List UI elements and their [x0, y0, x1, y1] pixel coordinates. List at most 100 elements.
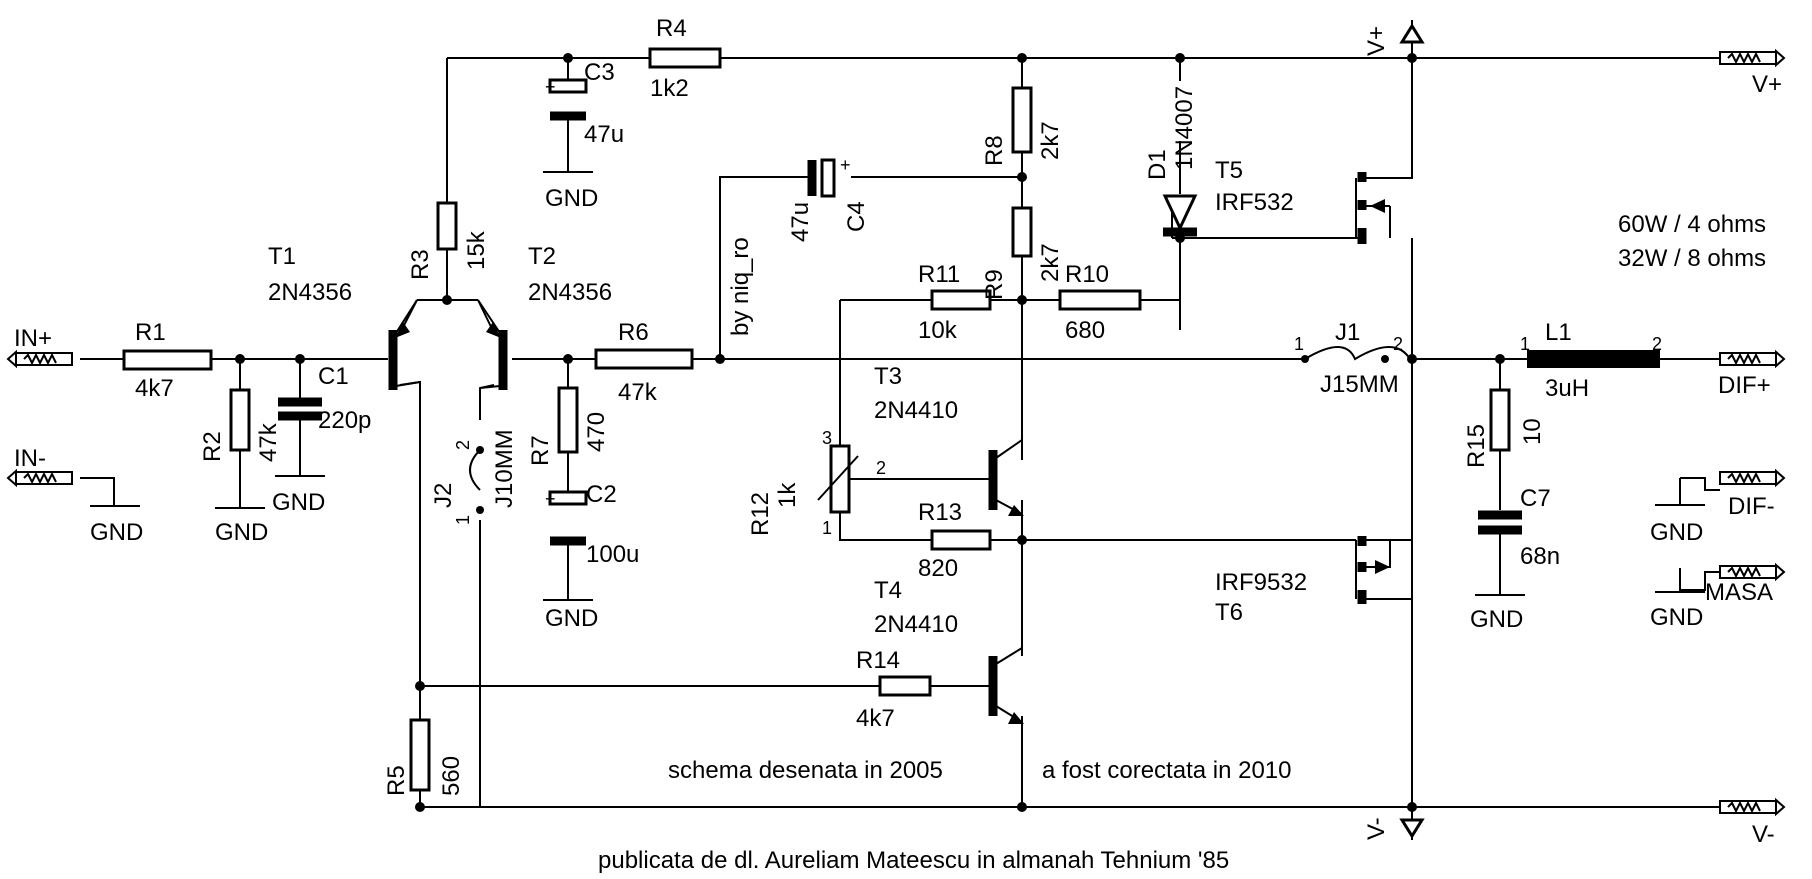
- t4-value: 2N4410: [874, 611, 958, 638]
- mosfet-t6: [1355, 536, 1391, 604]
- j1-pin-1: 1: [1294, 334, 1304, 354]
- t5-ref: T5: [1215, 157, 1243, 184]
- resistor-r8: [1011, 86, 1033, 154]
- connector-in-plus: [6, 349, 73, 369]
- l1-ref: L1: [1545, 319, 1572, 346]
- gnd-label-c7: GND: [1470, 606, 1523, 633]
- j2-pin-1: 1: [453, 515, 473, 525]
- c1-ref: C1: [318, 363, 349, 390]
- d1-ref: D1: [1144, 149, 1171, 180]
- capacitor-c4: +: [807, 155, 851, 198]
- resistor-r5: [409, 718, 431, 792]
- gnd-label-c3: GND: [545, 185, 598, 212]
- resistor-r12: [817, 444, 859, 514]
- t3-ref: T3: [874, 363, 902, 390]
- rail-v-minus-label: V-: [1363, 817, 1390, 840]
- junctions: [235, 53, 1505, 812]
- r10-value: 680: [1065, 317, 1105, 344]
- r12-pin-3: 3: [822, 428, 832, 448]
- r12-pin-2: 2: [876, 458, 886, 478]
- r1-ref: R1: [135, 319, 166, 346]
- j2-ref: J2: [430, 483, 457, 508]
- r9-ref: R9: [981, 269, 1008, 300]
- t3-value: 2N4410: [874, 397, 958, 424]
- r13-value: 820: [918, 555, 958, 582]
- c7-ref: C7: [1520, 485, 1551, 512]
- r9-value: 2k7: [1037, 243, 1064, 282]
- resistor-r6: [594, 348, 694, 370]
- note-published: publicata de dl. Aureliam Mateescu in al…: [598, 847, 1229, 874]
- connector-dif-plus: [1719, 349, 1786, 369]
- j1-ref: J1: [1335, 319, 1360, 346]
- r3-value: 15k: [463, 230, 490, 270]
- resistor-r11: [930, 289, 992, 311]
- connector-masa: [1719, 562, 1786, 582]
- l1-pin-2: 2: [1652, 334, 1662, 354]
- j2-pin-2: 2: [453, 440, 473, 450]
- r12-ref: R12: [747, 492, 774, 536]
- transistor-t3: [988, 300, 1024, 540]
- capacitor-c3: +: [545, 77, 588, 121]
- r11-ref: R11: [918, 261, 960, 288]
- capacitor-c7: [1478, 510, 1522, 535]
- connector-v-minus: [1719, 797, 1786, 817]
- gnd-label-masa: GND: [1650, 604, 1703, 631]
- in-minus-label: IN-: [14, 445, 46, 472]
- connector-in-minus: [6, 468, 73, 488]
- jumper-j2: [469, 446, 484, 514]
- c2-ref: C2: [586, 481, 617, 508]
- svg-text:+: +: [545, 489, 556, 509]
- r7-ref: R7: [527, 435, 554, 466]
- gnd-label-c1: GND: [272, 489, 325, 516]
- resistor-r4: [648, 47, 722, 69]
- resistor-r14: [878, 675, 932, 697]
- r14-ref: R14: [856, 647, 900, 674]
- resistor-r15: [1489, 388, 1511, 452]
- c4-value: 47u: [787, 202, 814, 242]
- r11-value: 10k: [918, 317, 958, 344]
- t6-value: IRF9532: [1215, 569, 1307, 596]
- gnd-label-in: GND: [90, 519, 143, 546]
- dif-plus-label: DIF+: [1718, 372, 1771, 399]
- rail-arrows: [1399, 20, 1425, 840]
- t6-ref: T6: [1215, 599, 1243, 626]
- c3-ref: C3: [584, 59, 615, 86]
- note-power-8ohm: 32W / 8 ohms: [1618, 245, 1766, 272]
- resistor-r13: [930, 529, 992, 551]
- gnd-label-r2: GND: [215, 519, 268, 546]
- resistor-r2: [229, 388, 251, 452]
- r4-ref: R4: [656, 15, 687, 42]
- r15-value: 10: [1519, 418, 1546, 445]
- r3-ref: R3: [407, 249, 434, 280]
- labels: R1 4k7 R2 47k R3 15k R4 1k2 R5 560 R6 47…: [14, 15, 1782, 874]
- r2-ref: R2: [199, 431, 226, 462]
- resistor-r9: [1011, 206, 1033, 258]
- svg-text:+: +: [840, 155, 851, 175]
- masa-label: MASA: [1705, 579, 1773, 606]
- j1-pin-2: 2: [1393, 334, 1403, 354]
- v-plus-label: V+: [1752, 71, 1782, 98]
- c7-value: 68n: [1520, 543, 1560, 570]
- r12-value: 1k: [774, 482, 801, 508]
- c1-value: 220p: [318, 407, 371, 434]
- capacitor-c1: [278, 397, 322, 421]
- capacitor-c2: +: [545, 489, 588, 546]
- r15-ref: R15: [1463, 424, 1490, 468]
- resistor-r3: [436, 201, 458, 251]
- r1-value: 4k7: [135, 375, 174, 402]
- r6-value: 47k: [618, 379, 658, 406]
- r5-ref: R5: [383, 765, 410, 796]
- r12-pin-1: 1: [822, 518, 832, 538]
- gnd-label-dif: GND: [1650, 519, 1703, 546]
- jfet-t2: [477, 299, 508, 390]
- jfet-t1: [388, 299, 421, 390]
- r7-value: 470: [583, 412, 610, 452]
- t1-value: 2N4356: [268, 279, 352, 306]
- d1-value: 1N4007: [1171, 86, 1198, 170]
- resistor-r7: [557, 386, 579, 454]
- r14-value: 4k7: [856, 705, 895, 732]
- j1-value: J15MM: [1320, 371, 1399, 398]
- c4-ref: C4: [843, 201, 870, 232]
- t4-ref: T4: [874, 577, 902, 604]
